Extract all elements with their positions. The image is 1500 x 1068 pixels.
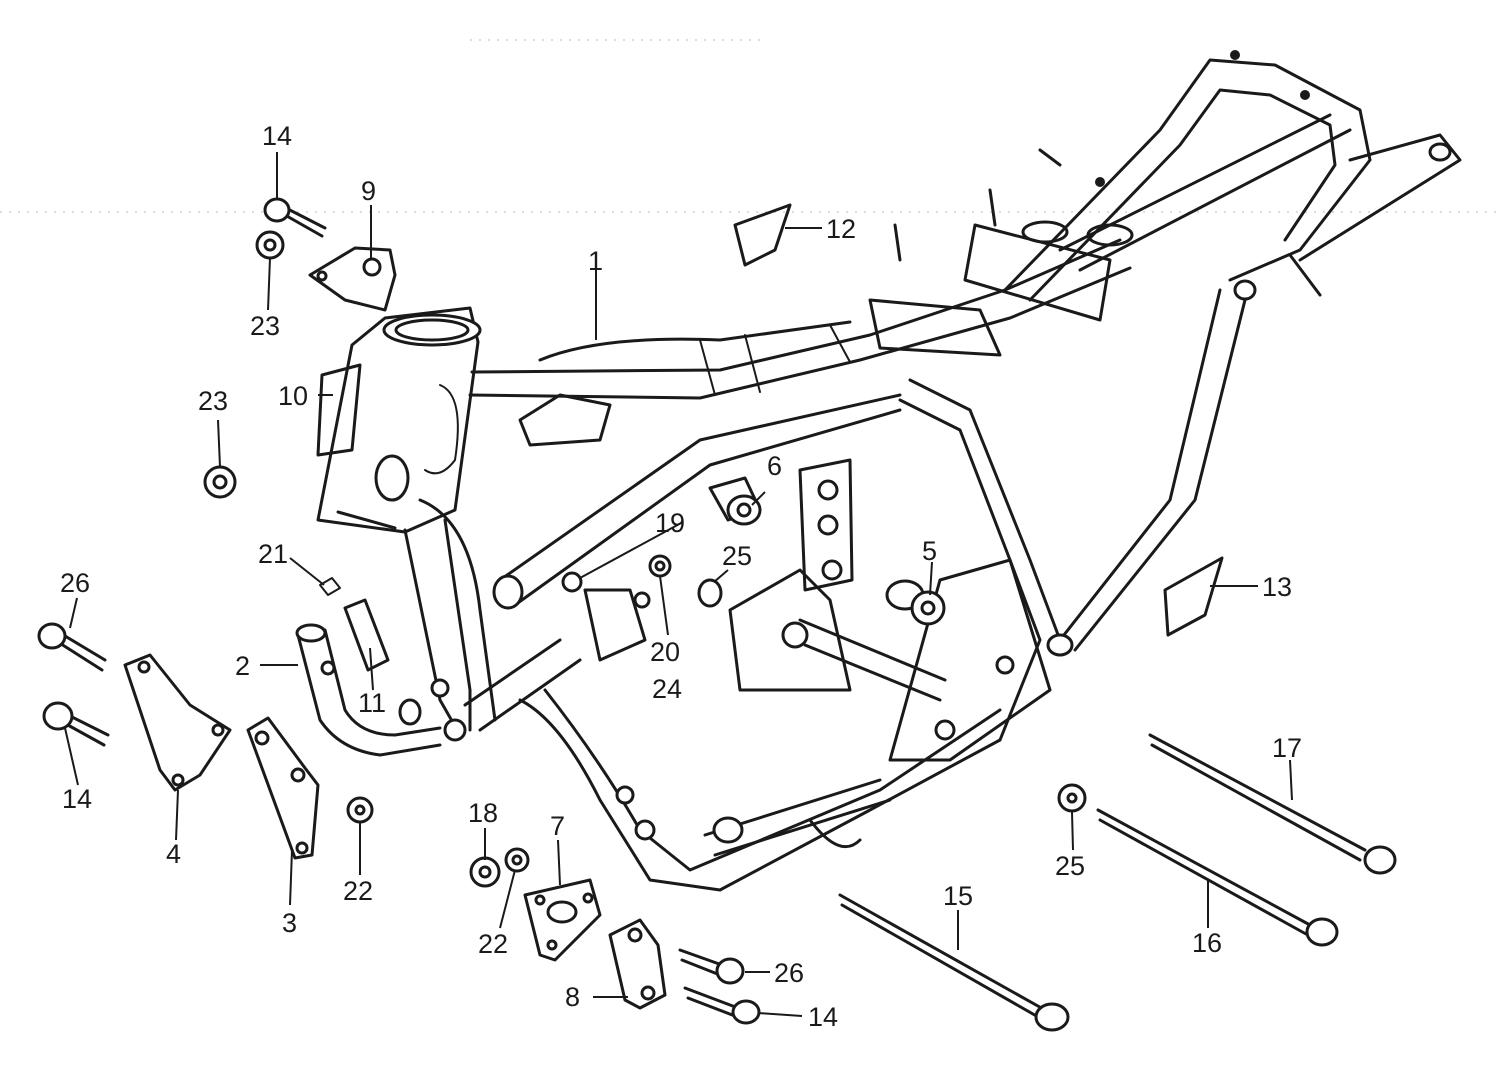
callout-18: 18	[468, 798, 498, 828]
callout-25-right: 25	[1055, 851, 1085, 881]
scan-artifacts	[0, 39, 1500, 213]
nut-23-top	[255, 230, 285, 260]
part-9-stay	[308, 246, 397, 312]
bolt-26-left	[37, 622, 107, 672]
callout-14-left: 14	[62, 784, 92, 814]
callout-8: 8	[565, 982, 580, 1012]
callout-19: 19	[655, 508, 685, 538]
callout-25-center: 25	[722, 541, 752, 571]
callout-11: 11	[358, 688, 386, 718]
nut-23-left	[203, 465, 237, 499]
part-11-pad	[343, 598, 390, 672]
leader-lines	[64, 152, 1293, 1017]
callout-15: 15	[943, 881, 973, 911]
callout-22-left: 22	[343, 876, 373, 906]
callout-21: 21	[258, 539, 288, 569]
callout-6: 6	[767, 451, 782, 481]
bolt-26-bottom	[678, 948, 745, 985]
callout-3: 3	[282, 908, 297, 938]
part-6-collar	[708, 476, 762, 526]
callout-23-left: 23	[198, 386, 228, 416]
callout-14-top: 14	[262, 121, 292, 151]
part-7-plate	[523, 878, 602, 962]
main-frame	[316, 50, 1462, 892]
part-10-pad	[316, 363, 362, 457]
nut-22-bottom	[504, 847, 530, 873]
bolt-14-top	[263, 197, 327, 238]
callout-9: 9	[361, 176, 376, 206]
callout-23-top: 23	[250, 311, 280, 341]
callout-26-bottom: 26	[774, 958, 804, 988]
callout-14-bottom: 14	[808, 1002, 838, 1032]
part-8-bracket	[608, 918, 667, 1010]
callout-13: 13	[1262, 572, 1292, 602]
callout-16: 16	[1192, 928, 1222, 958]
nut-25-right	[1057, 783, 1087, 813]
part-5-collar	[885, 579, 946, 626]
callout-2: 2	[235, 651, 250, 681]
callout-22-bottom: 22	[478, 929, 508, 959]
callout-1: 1	[588, 246, 603, 276]
nut-18	[469, 856, 501, 888]
part-13-emblem	[1163, 556, 1224, 637]
callout-labels: 1 2 3 4 5 6 7 8 9 10 11 12 13 14 14 14 1…	[60, 121, 1302, 1032]
bolt-14-bottom	[683, 986, 761, 1025]
part-2-pipe	[295, 623, 442, 757]
bolt-16	[1096, 808, 1339, 947]
callout-12: 12	[826, 214, 856, 244]
nut-25-center	[697, 578, 723, 608]
callout-24: 24	[652, 674, 682, 704]
bolt-17	[1148, 733, 1397, 875]
clip-21	[319, 577, 341, 596]
callout-17: 17	[1272, 733, 1302, 763]
part-12-emblem	[733, 203, 792, 267]
bolt-15	[838, 893, 1070, 1032]
callout-5: 5	[922, 536, 937, 566]
callout-20: 20	[650, 637, 680, 667]
callout-7: 7	[550, 811, 565, 841]
bolt-14-left	[42, 701, 110, 747]
callout-26-left: 26	[60, 568, 90, 598]
part-4-plate	[123, 653, 232, 792]
callout-4: 4	[166, 839, 181, 869]
part-3-bracket	[246, 716, 320, 860]
callout-10: 10	[278, 381, 308, 411]
clip-20-24	[648, 554, 672, 578]
nut-22-left	[346, 796, 374, 824]
